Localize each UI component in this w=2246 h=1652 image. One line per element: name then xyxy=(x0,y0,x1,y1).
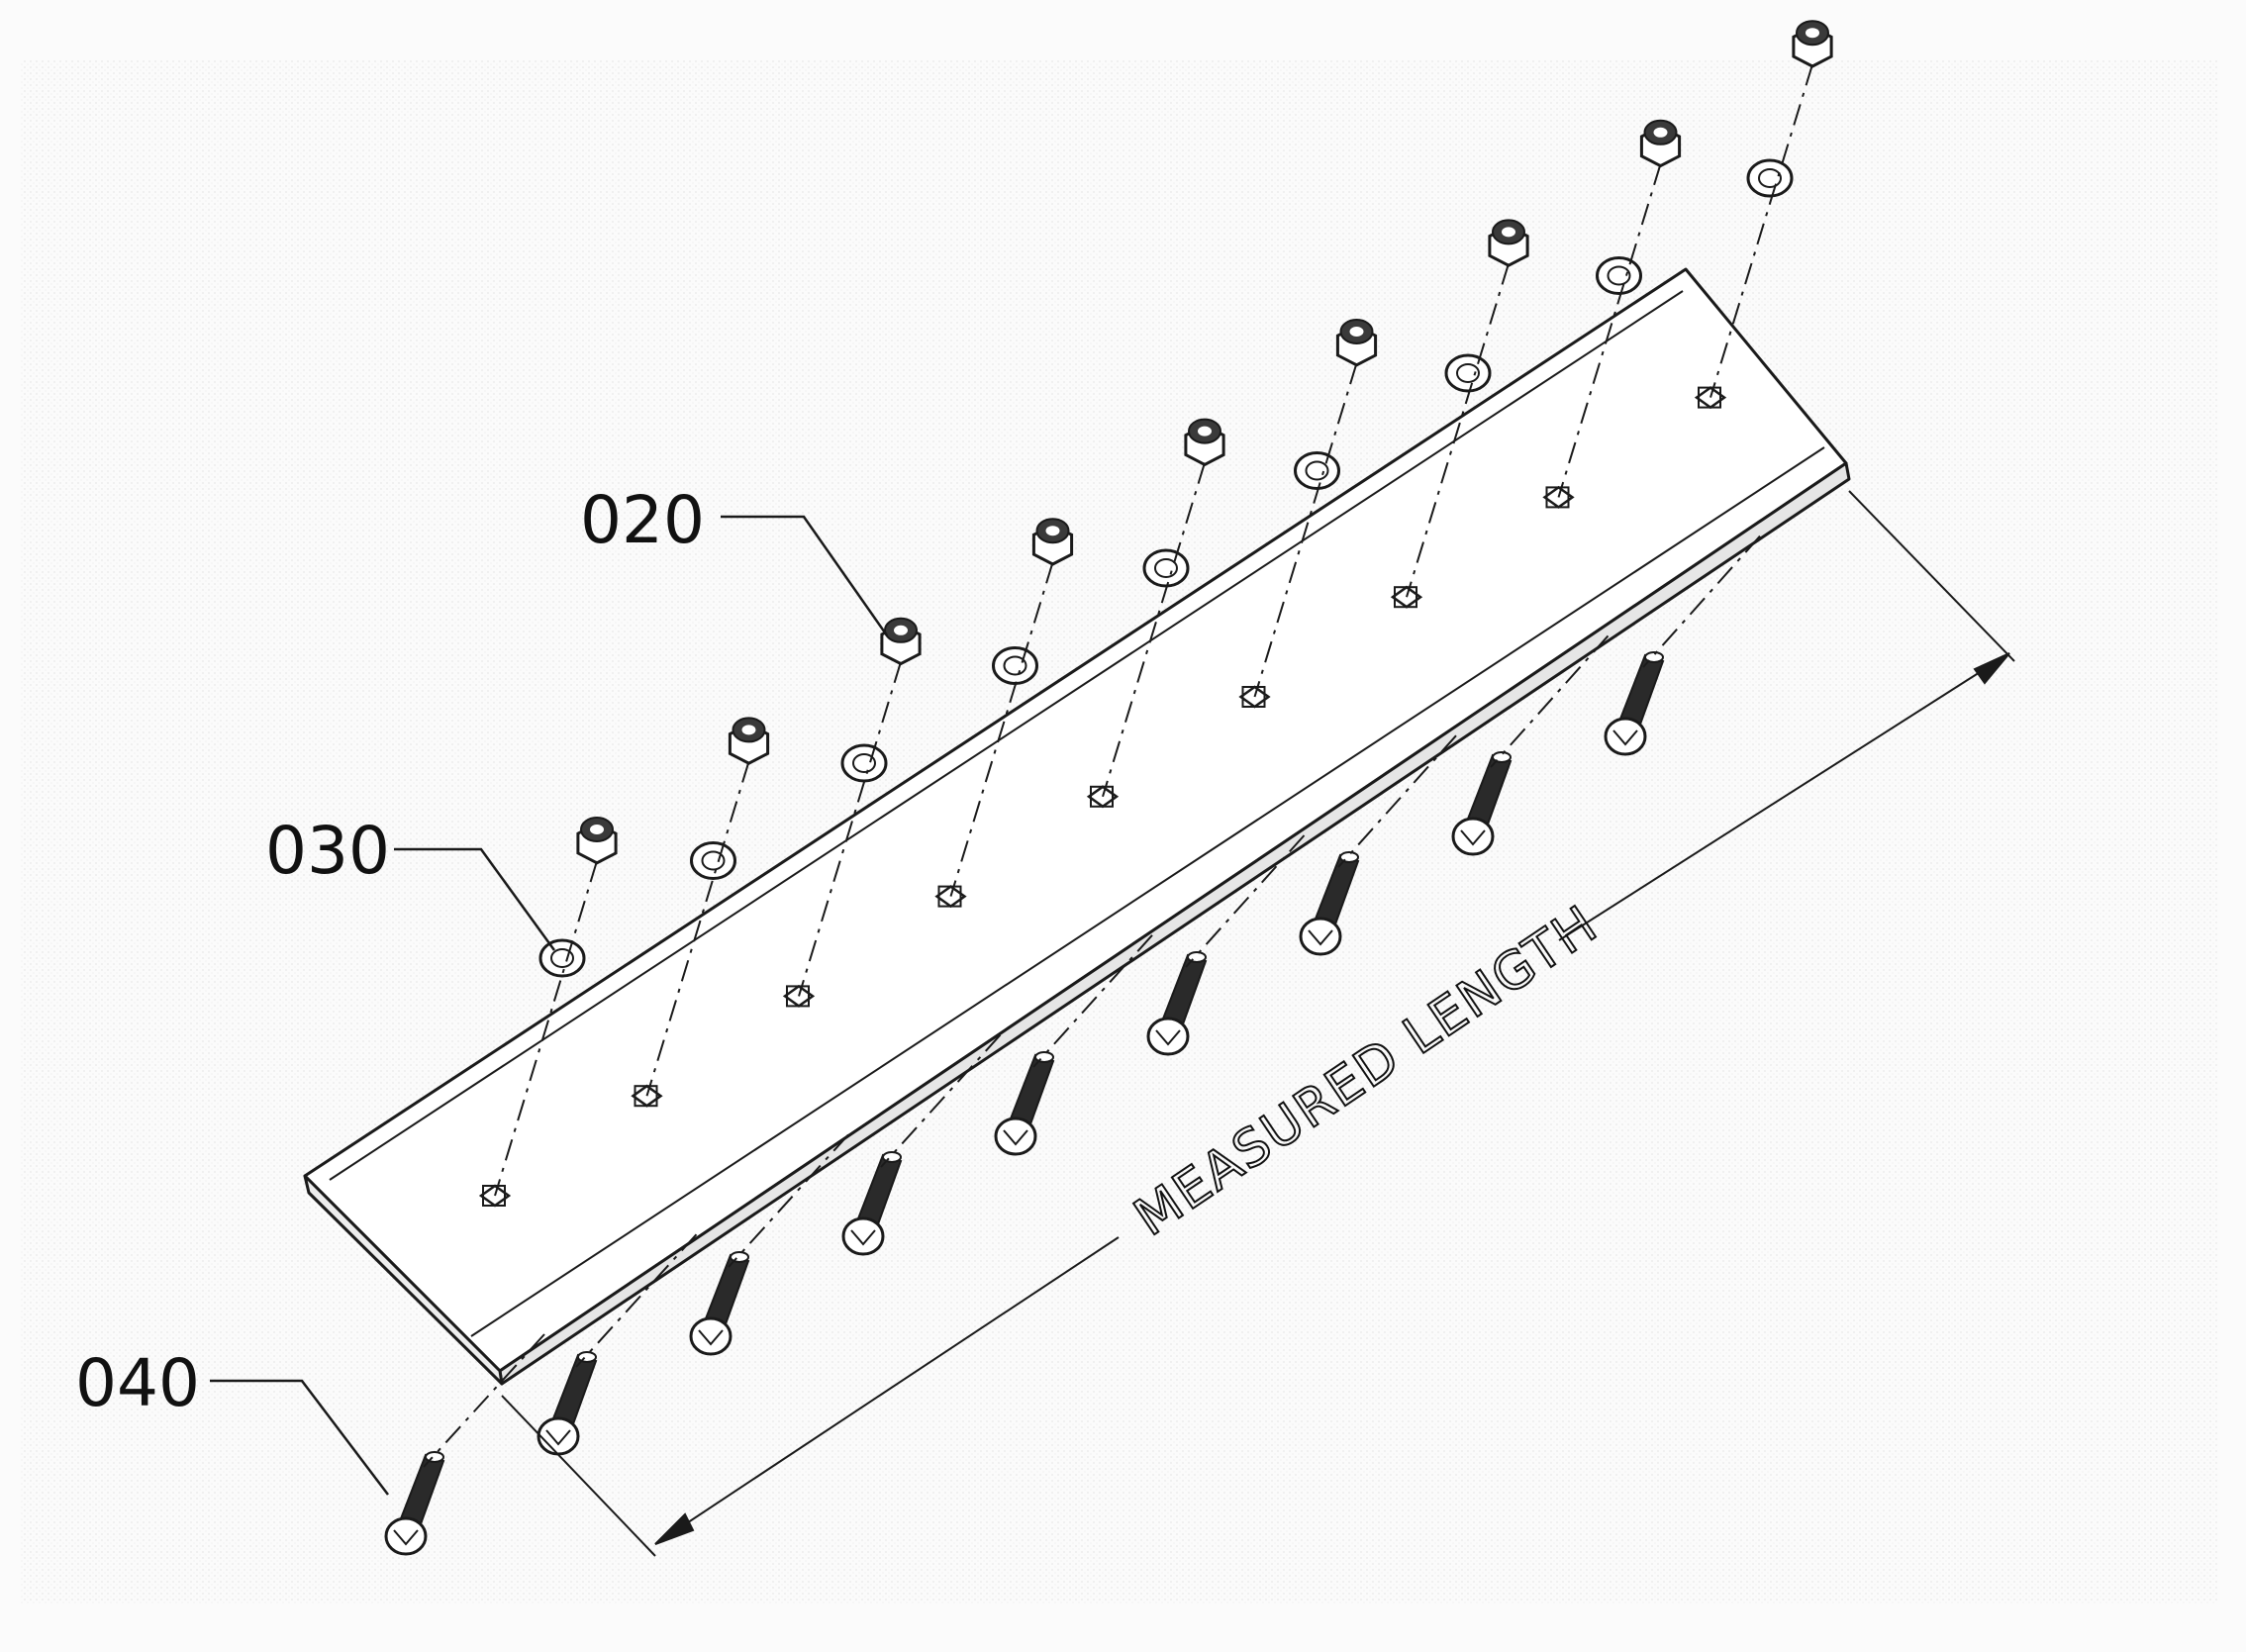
bolt-centerline-8 xyxy=(1490,634,1610,768)
bolt-head xyxy=(1299,917,1342,956)
bolt-centerline-2 xyxy=(575,1233,698,1368)
bolt-neck xyxy=(393,1529,419,1546)
washer xyxy=(1142,548,1190,588)
nut-bore-highlight xyxy=(741,725,756,735)
bolt-centerline-3 xyxy=(728,1133,849,1268)
nut-bore-highlight xyxy=(590,825,604,834)
washer xyxy=(1746,158,1794,198)
washer-hole xyxy=(1758,168,1782,188)
leader-030 xyxy=(394,847,556,951)
ref-numeral-040: 040 xyxy=(75,1345,200,1421)
centerline-4 xyxy=(949,561,1054,897)
bolt-neck xyxy=(1155,1029,1181,1046)
assembly-centerlines xyxy=(423,63,1813,1468)
washer-hole xyxy=(1003,655,1027,676)
bolt-neck xyxy=(850,1229,876,1246)
nut-bore-highlight xyxy=(1502,227,1515,238)
washer-hole xyxy=(550,948,574,968)
arrowhead-left xyxy=(654,1512,695,1545)
washer xyxy=(840,743,888,783)
leader-040 xyxy=(210,1379,389,1496)
centerline-5 xyxy=(1102,462,1206,798)
bolt-head xyxy=(689,1316,732,1356)
bolt-head xyxy=(384,1516,428,1556)
bolt-centerline-4 xyxy=(880,1033,1002,1168)
dimension-line-left xyxy=(654,1236,1120,1545)
leader-020 xyxy=(721,515,889,636)
nut-bore-highlight xyxy=(1349,327,1364,337)
bolt-head xyxy=(1604,717,1647,756)
washer xyxy=(1596,256,1642,295)
blade-end-face xyxy=(303,1174,504,1386)
bolt-neck xyxy=(545,1429,571,1446)
bolt-head xyxy=(994,1117,1037,1156)
square-hole-outline xyxy=(1241,686,1266,708)
bolt-centerline-6 xyxy=(1185,834,1306,968)
centerline-9 xyxy=(1709,63,1813,398)
washer xyxy=(690,841,736,880)
hex-nuts xyxy=(576,20,1833,865)
bolt-centerline-7 xyxy=(1337,734,1457,868)
bolt-neck xyxy=(698,1329,724,1346)
bolt-tip xyxy=(1492,751,1512,763)
centerline-3 xyxy=(798,661,902,997)
bolt-head xyxy=(841,1216,885,1256)
washer xyxy=(538,938,586,978)
washer-hole xyxy=(852,753,876,773)
bolt-neck xyxy=(1003,1129,1028,1146)
square-hole-outline xyxy=(1394,586,1417,609)
leader-lines xyxy=(210,515,889,1496)
centerline-6 xyxy=(1253,362,1358,698)
bolt-centerline-1 xyxy=(423,1333,545,1468)
centerline-2 xyxy=(645,761,750,1097)
bolt-neck xyxy=(1612,729,1638,746)
bolt-head xyxy=(537,1416,580,1456)
centerline-7 xyxy=(1406,263,1510,598)
washer-hole xyxy=(1456,363,1480,383)
bolt-neck xyxy=(1308,929,1333,946)
blade-bevel-line-back xyxy=(329,290,1684,1181)
washer xyxy=(992,646,1038,685)
arrowhead-right xyxy=(1973,652,2010,685)
centerline-1 xyxy=(494,860,598,1197)
square-hole-outline xyxy=(1698,386,1721,409)
square-hole xyxy=(1542,485,1575,509)
blade-bar xyxy=(303,267,1851,1386)
square-hole-outline xyxy=(1545,486,1570,509)
bolt-centerline-9 xyxy=(1642,534,1761,668)
nut-bore-highlight xyxy=(1198,426,1212,437)
washer-hole xyxy=(701,850,726,871)
square-hole-outline xyxy=(937,885,962,908)
centerline-8 xyxy=(1557,163,1662,498)
washer xyxy=(1444,353,1492,393)
washers xyxy=(538,158,1794,978)
bolt-head xyxy=(1146,1017,1190,1056)
bolt-head xyxy=(1451,817,1495,856)
washer-hole xyxy=(1607,265,1631,286)
square-hole-outline xyxy=(482,1185,506,1207)
measured-length-dimension xyxy=(501,490,2015,1557)
dimension-line-right xyxy=(1558,652,2010,941)
bolt-tip xyxy=(1644,651,1664,663)
blade-bevel-line-front xyxy=(470,446,1825,1337)
carriage-bolts xyxy=(384,651,1665,1556)
nut-bore-highlight xyxy=(894,625,908,635)
nut-bore-highlight xyxy=(1806,28,1819,39)
washer xyxy=(1294,451,1340,490)
extension-line-left xyxy=(501,1395,656,1557)
square-hole-outline xyxy=(786,985,810,1008)
bolt-neck xyxy=(1460,829,1486,846)
nut-bore-highlight xyxy=(1045,526,1060,536)
square-hole-outline xyxy=(634,1085,658,1108)
nut-bore-highlight xyxy=(1653,127,1668,138)
washer-hole xyxy=(1154,558,1178,578)
bolt-centerline-5 xyxy=(1032,934,1153,1068)
extension-line-right xyxy=(1848,490,2015,662)
ref-numeral-020: 020 xyxy=(580,482,705,558)
square-hole-outline xyxy=(1090,785,1114,808)
ref-numeral-030: 030 xyxy=(265,813,390,889)
washer-hole xyxy=(1305,460,1329,481)
